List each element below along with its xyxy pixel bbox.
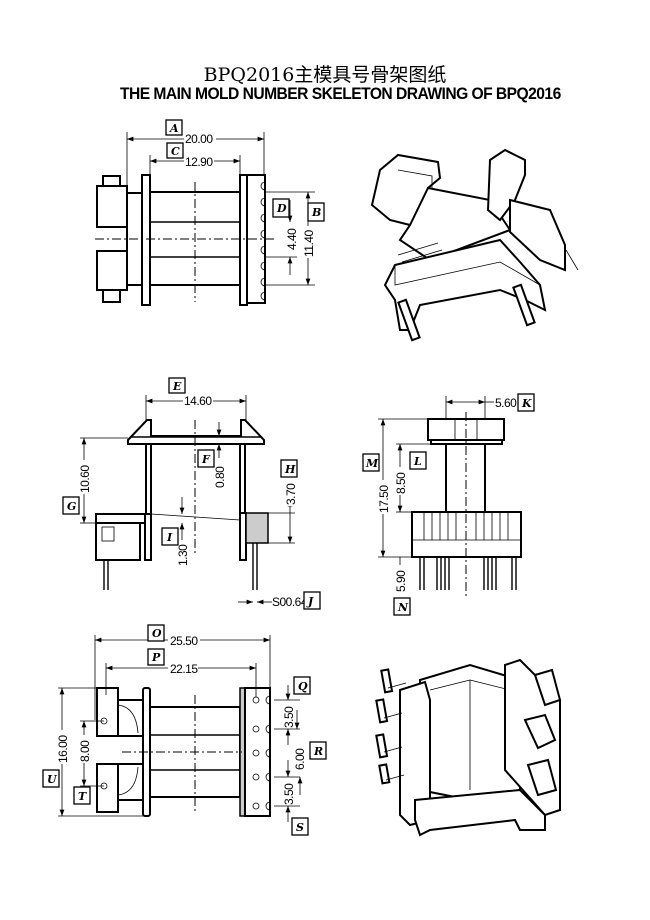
dim-o: 25.50 (170, 634, 198, 648)
label-i: I (166, 531, 173, 544)
dim-q: 3.50 (282, 706, 296, 728)
dim-j: S00.64 (272, 595, 308, 609)
label-r: R (313, 745, 323, 758)
label-t: T (78, 790, 87, 803)
bottom-view: O 25.50 P 22.15 Q 3.50 6.00 R 3.50 S 16.… (42, 624, 327, 836)
dim-f: 0.80 (213, 466, 227, 488)
dim-h: 3.70 (284, 483, 298, 505)
dim-i: 1.30 (176, 544, 190, 566)
label-box-b (307, 202, 325, 222)
top-view: A 20.00 C 12.90 D B 4.40 11.40 (95, 119, 325, 306)
dim-a: 20.00 (185, 132, 213, 146)
label-d: D (276, 202, 287, 215)
isometric-view-top (370, 148, 579, 342)
side-view: 5.60 K 17.50 M 8.50 L 5.90 N (362, 393, 535, 616)
dim-b: 11.40 (302, 230, 316, 257)
title-english: THE MAIN MOLD NUMBER SKELETON DRAWING OF… (120, 84, 561, 103)
label-b: B (311, 206, 321, 219)
label-k: K (521, 397, 532, 410)
label-s: S (296, 821, 304, 834)
label-j: J (306, 595, 314, 608)
dim-m: 17.50 (377, 485, 391, 513)
label-q: Q (298, 680, 308, 693)
dim-l: 8.50 (394, 472, 408, 494)
dim-s: 3.50 (282, 783, 296, 805)
label-f: F (201, 453, 211, 466)
label-g: G (67, 500, 76, 513)
dim-e: 14.60 (184, 394, 212, 408)
dim-k: 5.60 (495, 396, 517, 410)
label-m: M (365, 457, 379, 470)
label-c: C (171, 145, 180, 158)
dim-r: 6.00 (293, 748, 307, 770)
label-p: P (151, 651, 161, 664)
dim-t: 8.00 (78, 740, 92, 762)
label-n: N (397, 601, 409, 614)
label-box-c (166, 142, 184, 159)
dim-g: 10.60 (78, 465, 92, 493)
label-box-d (272, 198, 290, 218)
label-o: O (152, 627, 162, 640)
dim-n: 5.90 (394, 570, 408, 592)
label-l: L (413, 455, 422, 468)
dim-d: 4.40 (285, 228, 299, 250)
front-view: E 14.60 F 0.80 10.60 G 3.70 H I 1.30 S00… (62, 377, 321, 610)
dim-u: 16.00 (56, 735, 70, 763)
label-u: U (47, 773, 58, 786)
label-h: H (284, 463, 296, 476)
label-a: A (169, 122, 179, 135)
label-e: E (172, 380, 182, 393)
label-box-a (165, 119, 183, 136)
dim-c: 12.90 (185, 155, 213, 169)
dim-p: 22.15 (170, 662, 198, 676)
top-view-body (95, 174, 275, 306)
isometric-view-bottom (375, 658, 562, 837)
title-chinese: BPQ2016主模具号骨架图纸 (203, 64, 447, 86)
